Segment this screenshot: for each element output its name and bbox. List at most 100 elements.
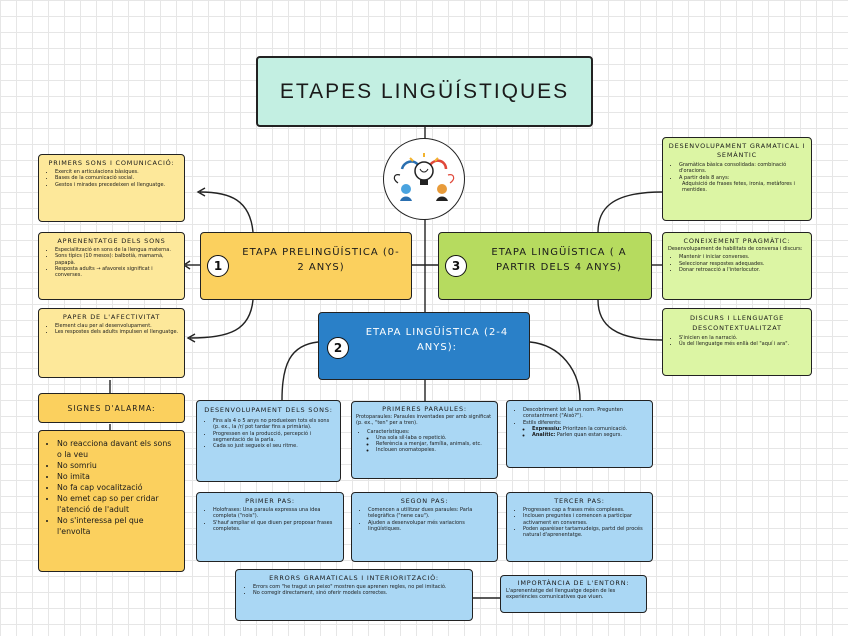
analitic-text: Parlen quan estan segurs. (555, 432, 622, 439)
primer-pas-box: PRIMER PAS: Holofrases: Una paraula expr… (196, 492, 344, 562)
segon-pas-title: SEGON PAS: (400, 497, 449, 505)
list-item: No fa cap vocalització (57, 482, 178, 493)
list-item: Fins als 4 o 5 anys no produeixen tots e… (213, 418, 335, 431)
desenvolupament-sons-box: DESENVOLUPAMENT DELS SONS: Fins als 4 o … (196, 400, 341, 482)
primeres-paraules-title: PRIMERES PARAULES: (382, 405, 467, 413)
stage3-to-discurs-line (597, 299, 663, 341)
list-item: Inclouen preguntes i comencen a particip… (523, 513, 647, 526)
list-item: Exercit en articulacions bàsiques. (55, 169, 179, 175)
stage1-number: 1 (207, 255, 229, 277)
stage2-to-desenv-line (281, 341, 319, 401)
main-title-box: ETAPES LINGÜÍSTIQUES (256, 56, 593, 127)
tercer-pas-box: TERCER PAS: Progressen cap a frases més … (506, 492, 653, 562)
stage3-to-gramatical-line (597, 191, 663, 233)
list-item: Analític: Parlen quan estan segurs. (532, 432, 647, 438)
stage3-number: 3 (445, 255, 467, 277)
list-item: Element clau per al desenvolupament. (55, 323, 179, 329)
alarma-title: SIGNES D'ALARMA: (67, 403, 156, 413)
list-item: Mantenir i iniciar converses. (679, 254, 806, 260)
stage1-to-afectivitat-line (189, 299, 254, 339)
list-item: Comencen a utilitzar dues paraules: Parl… (368, 507, 492, 520)
pragmatic-box: CONEIXEMENT PRAGMÀTIC: Desenvolupament d… (662, 232, 812, 300)
list-item: No reacciona davant els sons o la veu (57, 438, 178, 460)
caracteristiques-label: Característiques: (367, 428, 410, 435)
expressiu-label: Expressiu: (532, 425, 562, 432)
list-item: Gestos i mirades precedeixen el llenguat… (55, 182, 179, 188)
estils-label: Estils diferents: (523, 419, 562, 426)
list-item: Donar retroacció a l'interlocutor. (679, 267, 806, 273)
brain-lightbulb-icon (383, 138, 465, 220)
stage3-label: ETAPA LINGÜÍSTICA ( A PARTIR DELS 4 ANYS… (491, 247, 627, 273)
descobriment-box: Descobriment lot lal un nom. Pregunten c… (506, 400, 653, 468)
stage2-label: ETAPA LINGÜÍSTICA (2-4 ANYS): (365, 327, 509, 353)
stage2-node: ETAPA LINGÜÍSTICA (2-4 ANYS): (318, 312, 530, 380)
aprenentatge-box: APRENENTATGE DELS SONS Especialització e… (38, 232, 185, 300)
primer-pas-title: PRIMER PAS: (245, 497, 295, 505)
gramatical-title: DESENVOLUPAMENT GRAMATICAL I SEMÀNTIC (668, 142, 806, 159)
desenvolupament-sons-title: DESENVOLUPAMENT DELS SONS: (204, 406, 333, 414)
list-item: Inclouen onomatopeies. (376, 447, 493, 453)
list-item: No s'interessa pel que l'envolta (57, 515, 178, 537)
stage2-to-descobriment-line (529, 341, 581, 401)
list-item: Característiques: Una sola síl·laba o re… (367, 429, 493, 454)
entorn-text: L'aprenentatge del llenguatge depèn de l… (506, 588, 616, 601)
list-item: Les respostes dels adults impulsen el ll… (55, 329, 179, 335)
afectivitat-box: PAPER DE L'AFECTIVITAT Element clau per … (38, 308, 185, 378)
segon-pas-box: SEGON PAS: Comencen a utilitzar dues par… (351, 492, 498, 562)
pragmatic-title: CONEIXEMENT PRAGMÀTIC: (683, 237, 791, 245)
discurs-title: DISCURS I LLENGUATGE DESCONTEXTUALITZAT (689, 314, 785, 332)
pragmatic-intro: Desenvolupament de habilitats de convers… (668, 246, 803, 252)
primeres-paraules-box: PRIMERES PARAULES: Protoparaules: Paraul… (351, 401, 498, 479)
analitic-label: Analític: (532, 432, 556, 439)
list-item: Gramàtica bàsica consolidada: combinació… (679, 162, 806, 175)
gramatical-extra: Adquisició de frases fetes, ironia, metà… (682, 180, 795, 194)
list-item: Expressiu: Prioritzen la comunicació. (532, 426, 647, 432)
aprenentatge-title: APRENENTATGE DELS SONS (57, 237, 166, 245)
list-item: Errors com "he tragut un peixo" mostren … (253, 584, 466, 590)
list-item: Resposta adults → afavoreix significat i… (55, 266, 179, 279)
stage3-node: ETAPA LINGÜÍSTICA ( A PARTIR DELS 4 ANYS… (438, 232, 652, 300)
errors-title: ERRORS GRAMATICALS I INTERIORITZACIÓ: (269, 574, 439, 582)
gramatical-box: DESENVOLUPAMENT GRAMATICAL I SEMÀNTIC Gr… (662, 137, 812, 221)
tercer-pas-title: TERCER PAS: (554, 497, 605, 505)
primers-sons-box: PRIMERS SONS I COMUNICACIÓ: Exercit en a… (38, 154, 185, 222)
afectivitat-title: PAPER DE L'AFECTIVITAT (62, 313, 161, 321)
primers-sons-title: PRIMERS SONS I COMUNICACIÓ: (48, 159, 175, 167)
list-item: Especialització en sons de la llengua ma… (55, 247, 179, 253)
list-item: No corregir directament, sinó oferir mod… (253, 590, 466, 596)
alarma-list-box: No reacciona davant els sons o la veu No… (38, 430, 185, 572)
alarma-title-box: SIGNES D'ALARMA: (38, 393, 185, 423)
stage2-number: 2 (327, 337, 349, 359)
list-item: Una sola síl·laba o repetició. (376, 435, 493, 441)
list-item: S'inicien en la narració. (679, 335, 806, 341)
paraules-intro: Protoparaules: Paraules inventades per a… (356, 414, 492, 427)
list-item: Poden aparèixer tartamudeigs, partd del … (523, 526, 647, 539)
errors-box: ERRORS GRAMATICALS I INTERIORITZACIÓ: Er… (235, 569, 473, 621)
list-item: No imita (57, 471, 178, 482)
list-item: Progressen en la producció, percepció i … (213, 431, 335, 444)
stage1-label: ETAPA PRELINGÜÍSTICA (0-2 ANYS) (242, 247, 400, 273)
entorn-box: IMPORTÀNCIA DE L'ENTORN: L'aprenentatge … (500, 575, 647, 613)
entorn-title: IMPORTÀNCIA DE L'ENTORN: (517, 579, 630, 587)
list-item: No somriu (57, 460, 178, 471)
list-item: Descobriment lot lal un nom. Pregunten c… (523, 407, 647, 420)
discurs-box: DISCURS I LLENGUATGE DESCONTEXTUALITZAT … (662, 308, 812, 376)
list-item: Sons típics (10 mesos): balbotià, mamamà… (55, 253, 179, 266)
list-item: Holofrases: Una paraula expressa una ide… (213, 507, 338, 520)
stage1-to-primers-line (199, 191, 254, 233)
list-item: Estils diferents: Expressiu: Prioritzen … (523, 420, 647, 439)
expressiu-text: Prioritzen la comunicació. (561, 425, 628, 432)
list-item: Seleccionar respostes adequades. (679, 261, 806, 267)
list-item: No emet cap so per cridar l'atenció de l… (57, 493, 178, 515)
list-item: Progressen cap a frases més complexes. (523, 507, 647, 513)
list-item: Ajuden a desenvolupar més variacions lin… (368, 520, 492, 533)
list-item: Ús del llenguatge més enllà del "aquí i … (679, 341, 806, 347)
main-title: ETAPES LINGÜÍSTIQUES (279, 79, 570, 103)
list-item: A partir dels 8 anys: (679, 175, 806, 181)
list-item: Referència a menjar, família, animals, e… (376, 441, 493, 447)
list-item: Cada so just segueix el seu ritme. (213, 443, 335, 449)
list-item: Bases de la comunicació social. (55, 175, 179, 181)
list-item: S'hauf ampliar el que diuen per proposar… (213, 520, 338, 533)
stage1-node: ETAPA PRELINGÜÍSTICA (0-2 ANYS) (200, 232, 412, 300)
